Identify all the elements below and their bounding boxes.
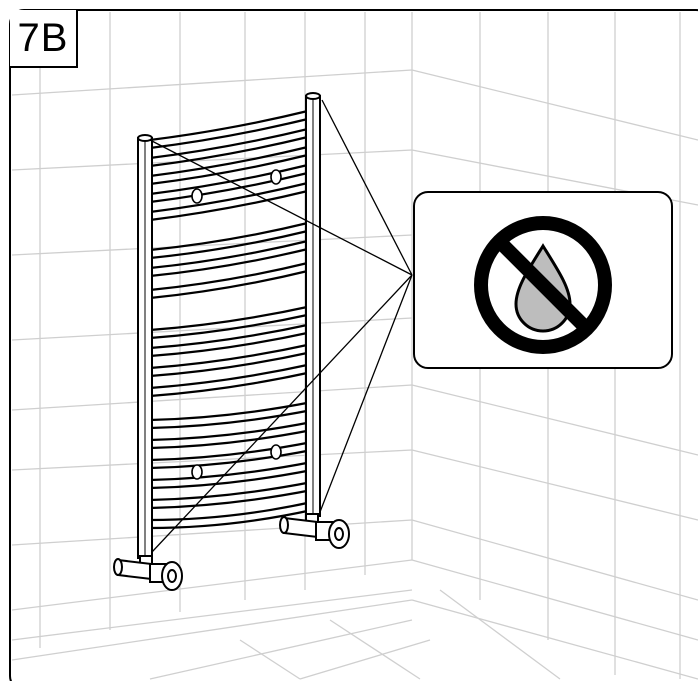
tile-grid (11, 12, 698, 680)
diagram-frame (9, 9, 698, 681)
towel-radiator (137, 92, 321, 559)
no-water-prohibition-icon (474, 216, 612, 354)
wall-brackets (191, 169, 282, 480)
callout-box (413, 191, 673, 369)
step-label: 7B (10, 10, 78, 68)
radiator-tubes (149, 108, 313, 530)
left-valve (113, 555, 183, 591)
callout-pointer-lines (149, 99, 413, 553)
right-valve (279, 513, 350, 549)
